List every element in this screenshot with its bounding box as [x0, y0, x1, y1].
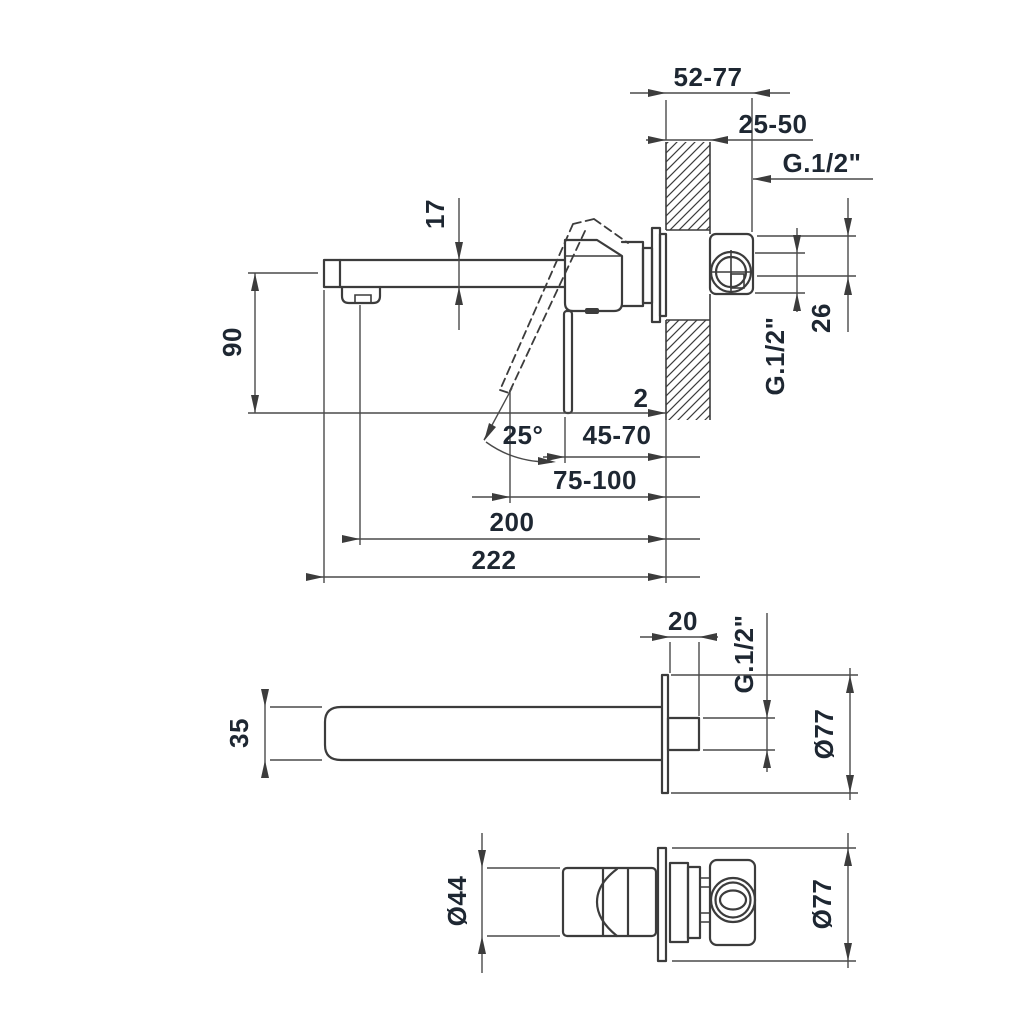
dim-total-reach: 222 [306, 290, 700, 583]
dim-label-total-reach: 222 [472, 545, 517, 575]
dim-handle-dia: Ø44 [442, 833, 560, 973]
dim-label-handle-proj-max: 75-100 [553, 465, 637, 495]
dim-spout-drop: 90 [217, 272, 318, 413]
aerator [340, 285, 382, 305]
spout-top-view: 20 G.1/2" 35 Ø77 [224, 606, 858, 800]
escutcheon-plate-side [650, 226, 662, 324]
mixer-body [562, 226, 668, 415]
valve-port-circle [709, 876, 757, 924]
handle-tilted-dashed [499, 218, 629, 394]
dim-label-handle-proj-min: 45-70 [583, 420, 652, 450]
dim-label-thread-side: G.1/2" [760, 317, 790, 396]
thread-stub [666, 716, 701, 752]
dim-label-plate-gap: 2 [634, 383, 649, 413]
spout-side [322, 258, 567, 305]
dim-plate-dia-valve: Ø77 [672, 833, 856, 968]
dim-label-depth-range: 52-77 [674, 62, 743, 92]
lever-handle [562, 309, 574, 415]
dim-aerator-reach: 200 [342, 305, 700, 545]
dim-spout-width: 35 [224, 689, 322, 778]
spout-top [323, 673, 701, 795]
side-section-view: 52-77 25-50 G.1/2" 17 90 [217, 62, 873, 583]
dim-label-spout-width: 35 [224, 718, 254, 748]
dim-label-plate-dia-valve: Ø77 [807, 879, 837, 930]
escutcheon-plate-valve [655, 846, 668, 963]
dim-label-plate-dia-spout: Ø77 [809, 709, 839, 760]
dim-label-port-offset: 26 [806, 303, 836, 333]
dim-stub-length: 20 [640, 606, 718, 716]
valve-side-view: Ø44 Ø77 [442, 833, 856, 973]
dim-label-spout-height: 17 [420, 199, 450, 229]
dim-thread-spout: G.1/2" [703, 613, 775, 772]
lever-handle-top [561, 866, 658, 938]
dim-label-thread-inlet: G.1/2" [783, 148, 862, 178]
dim-label-stub-length: 20 [668, 606, 698, 636]
dim-spout-height: 17 [420, 198, 463, 330]
dim-handle-proj-max: 75-100 [472, 465, 700, 501]
dim-handle-proj-min: 45-70 [543, 417, 700, 463]
dim-port-offset: 26 [757, 198, 856, 333]
set-screw [585, 308, 599, 314]
dim-thread-inlet: G.1/2" [753, 148, 873, 183]
concealed-valve-body [708, 858, 757, 947]
valve-hub [668, 861, 709, 944]
dim-thread-side: G.1/2" [755, 228, 805, 395]
dim-label-wall-thickness: 25-50 [739, 109, 808, 139]
dim-handle-angle: 25° [483, 387, 556, 503]
wall-section [665, 142, 711, 420]
concealed-valve [708, 232, 755, 296]
dim-label-aerator-reach: 200 [490, 507, 535, 537]
dim-plate-gap: 2 [248, 383, 666, 417]
dim-label-thread-spout: G.1/2" [729, 615, 759, 694]
dim-plate-dia-spout: Ø77 [671, 668, 858, 800]
dim-wall-thickness: 25-50 [646, 109, 813, 144]
dim-depth-range: 52-77 [630, 62, 790, 232]
dim-label-handle-dia: Ø44 [442, 876, 472, 927]
dim-label-handle-angle: 25° [503, 420, 544, 450]
dim-label-spout-drop: 90 [217, 327, 247, 357]
